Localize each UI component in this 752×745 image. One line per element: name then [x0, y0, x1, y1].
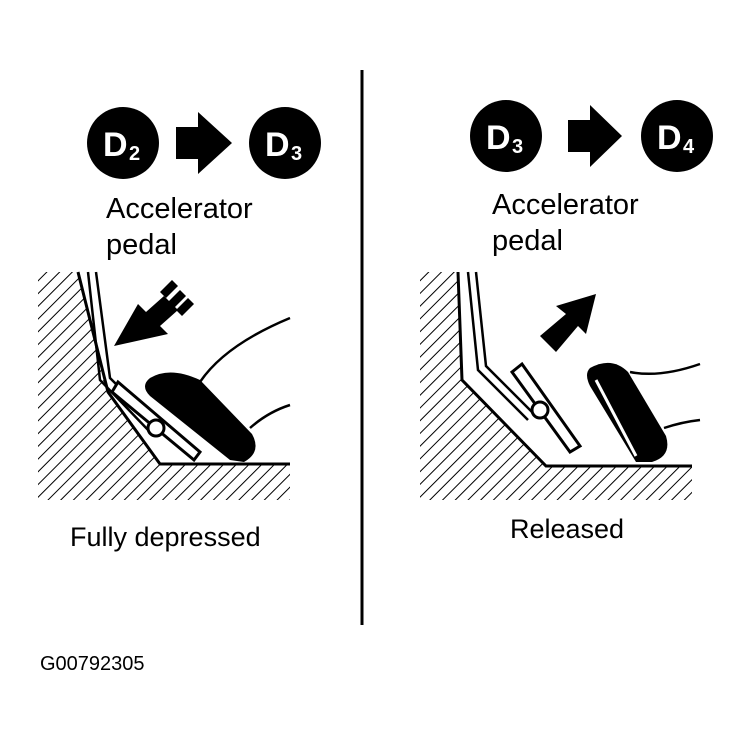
- svg-text:D: D: [486, 119, 511, 157]
- svg-text:D: D: [657, 119, 682, 157]
- pedal-label-line1: Accelerator: [106, 193, 253, 225]
- gear-badge-to: D 3: [249, 107, 321, 179]
- shoe-depressed: [145, 316, 291, 462]
- left-panel: D 2 D 3 Accelerator pedal: [38, 107, 321, 552]
- gear-badge-from: D 3: [470, 100, 542, 172]
- figure-id: G00792305: [40, 653, 145, 675]
- svg-text:4: 4: [683, 136, 695, 158]
- floor-hatch: [420, 271, 692, 500]
- right-panel: D 3 D 4 Accelerator pedal Released: [420, 100, 713, 544]
- shift-arrow-icon: [176, 112, 232, 174]
- pedal-pivot: [530, 400, 550, 420]
- svg-text:3: 3: [512, 136, 523, 158]
- pedal-label-line1: Accelerator: [492, 189, 639, 221]
- svg-text:3: 3: [291, 143, 302, 165]
- shoe-released: [587, 362, 701, 462]
- pedal-label-line2: pedal: [106, 229, 177, 261]
- release-arrow-icon: [540, 294, 596, 352]
- svg-text:D: D: [103, 126, 128, 164]
- gear-badge-from: D 2: [87, 107, 159, 179]
- pedal-label-line2: pedal: [492, 225, 563, 257]
- gear-badge-to: D 4: [641, 100, 713, 172]
- pedal-pivot: [146, 418, 166, 438]
- svg-text:2: 2: [129, 143, 140, 165]
- press-arrow-icon: [114, 280, 194, 346]
- svg-text:D: D: [265, 126, 290, 164]
- shift-arrow-icon: [568, 105, 622, 167]
- left-caption: Fully depressed: [70, 522, 261, 552]
- right-caption: Released: [510, 514, 624, 544]
